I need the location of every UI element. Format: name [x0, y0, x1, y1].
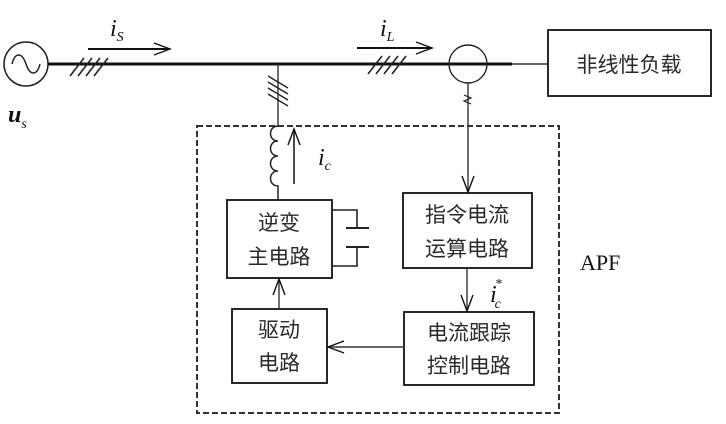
inductor-icon [269, 125, 279, 200]
dc-capacitor-icon [332, 209, 369, 267]
reference-current-label: ic* [490, 277, 502, 312]
source-voltage-label: us [8, 102, 27, 132]
tracking-control-block: 电流跟踪 控制电路 [403, 311, 535, 386]
load-current-label: iL [380, 16, 395, 45]
command-label-line2: 运算电路 [425, 237, 509, 261]
three-phase-mark-source [69, 57, 109, 77]
nonlinear-load-label: 非线性负载 [577, 53, 682, 77]
drive-block: 驱动 电路 [231, 308, 328, 384]
nonlinear-load-block: 非线性负载 [547, 29, 712, 97]
command-label-line1: 指令电流 [425, 203, 509, 227]
ac-source [3, 41, 49, 87]
apf-boundary [196, 125, 560, 414]
inverter-label-line2: 主电路 [248, 245, 311, 269]
tracking-label-line1: 电流跟踪 [427, 321, 511, 345]
ct-break-mark [462, 94, 473, 105]
drive-label-line2: 电路 [258, 351, 300, 375]
inverter-label-line1: 逆变 [258, 211, 300, 235]
command-current-block: 指令电流 运算电路 [402, 192, 533, 269]
source-current-label: iS [110, 16, 124, 45]
three-phase-mark-load [367, 55, 407, 75]
apf-label: APF [580, 250, 620, 275]
three-phase-mark-branch [267, 75, 289, 107]
compensation-current-label: ic [318, 145, 332, 174]
sine-wave-icon [11, 54, 41, 74]
inverter-block: 逆变 主电路 [226, 199, 333, 279]
drive-label-line1: 驱动 [258, 318, 300, 342]
tracking-label-line2: 控制电路 [427, 354, 511, 378]
